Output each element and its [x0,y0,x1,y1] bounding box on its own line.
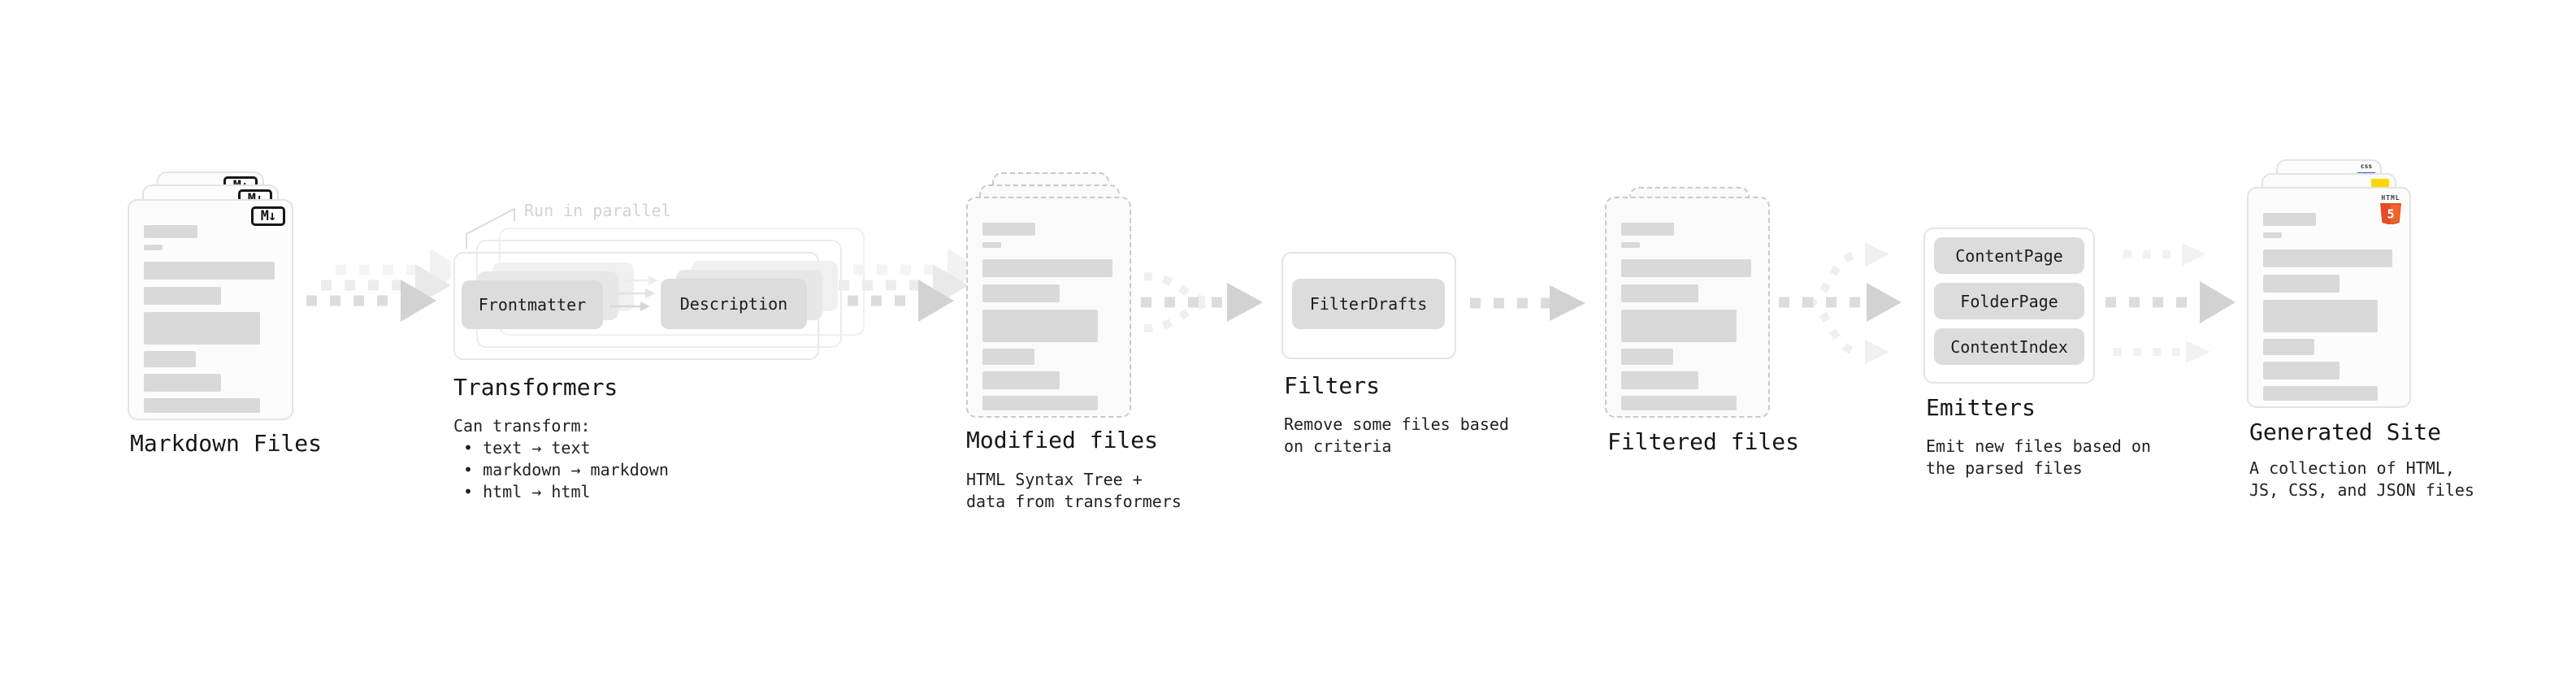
document-text-placeholder [144,225,277,413]
frontmatter-node: Frontmatter [462,280,603,329]
stage-label-filtered-files: Filtered files [1607,428,1800,455]
bullet-item: • html → html [463,482,591,501]
flow-arrow-icon [306,249,451,322]
fanout-arrow-icon [1779,242,1902,364]
caption-title: Can transform: [453,416,591,436]
stage-label-filters: Filters [1284,372,1381,399]
svg-text:5: 5 [2387,207,2394,222]
generated-site-caption: A collection of HTML, JS, CSS, and JSON … [2249,458,2474,500]
document-text-placeholder [982,223,1115,410]
emitters-group: ContentPage FolderPage ContentIndex [1923,228,2095,384]
stage-label-modified-files: Modified files [966,427,1159,453]
filterdrafts-node: FilterDrafts [1292,279,1445,329]
stage-label-emitters: Emitters [1926,394,2036,421]
transformers-caption: Can transform: • text → text • markdown … [453,415,669,503]
run-in-parallel-annotation: Run in parallel [524,201,671,220]
filters-caption: Remove some files based on criteria [1284,414,1509,456]
filtered-files-stack [1605,187,1770,421]
modified-files-stack [966,172,1131,421]
stage-label-markdown-files: Markdown Files [130,430,323,457]
flow-arrow-icon [1470,285,1585,321]
transformers-group: Frontmatter Description [453,228,868,362]
modified-file-card-front [966,197,1131,418]
filters-group: FilterDrafts [1281,252,1456,359]
filtered-file-card-front [1605,197,1770,418]
parallel-arrows-icon [609,275,658,311]
html5-icon: HTML 5 [2379,194,2402,228]
markdown-files-stack: M↓ M↓ M↓ [128,171,293,423]
flow-arrow-icon [824,249,969,322]
callout-line-icon [466,207,515,249]
folderpage-node: FolderPage [1934,283,2084,319]
contentindex-node: ContentIndex [1934,328,2084,365]
stage-label-generated-site: Generated Site [2249,419,2442,445]
merge-arrow-icon [1141,272,1263,332]
document-text-placeholder [2263,213,2395,401]
bullet-item: • markdown → markdown [463,460,669,479]
html-file-card: HTML 5 [2247,187,2411,408]
stage-label-transformers: Transformers [453,374,618,401]
bullet-item: • text → text [463,438,591,458]
markdown-file-card-front: M↓ [128,199,293,420]
document-text-placeholder [1621,223,1754,410]
js-icon [2371,179,2389,189]
contentpage-node: ContentPage [1934,237,2084,274]
parallel-flow-arrows-icon [2105,243,2236,363]
html5-word: HTML [2381,194,2400,202]
generated-site-stack: css HTML 5 [2247,159,2411,411]
description-node: Description [661,279,807,329]
emitters-caption: Emit new files based on the parsed files [1926,436,2151,478]
markdown-icon: M↓ [251,206,285,226]
modified-files-caption: HTML Syntax Tree + data from transformer… [966,470,1182,511]
